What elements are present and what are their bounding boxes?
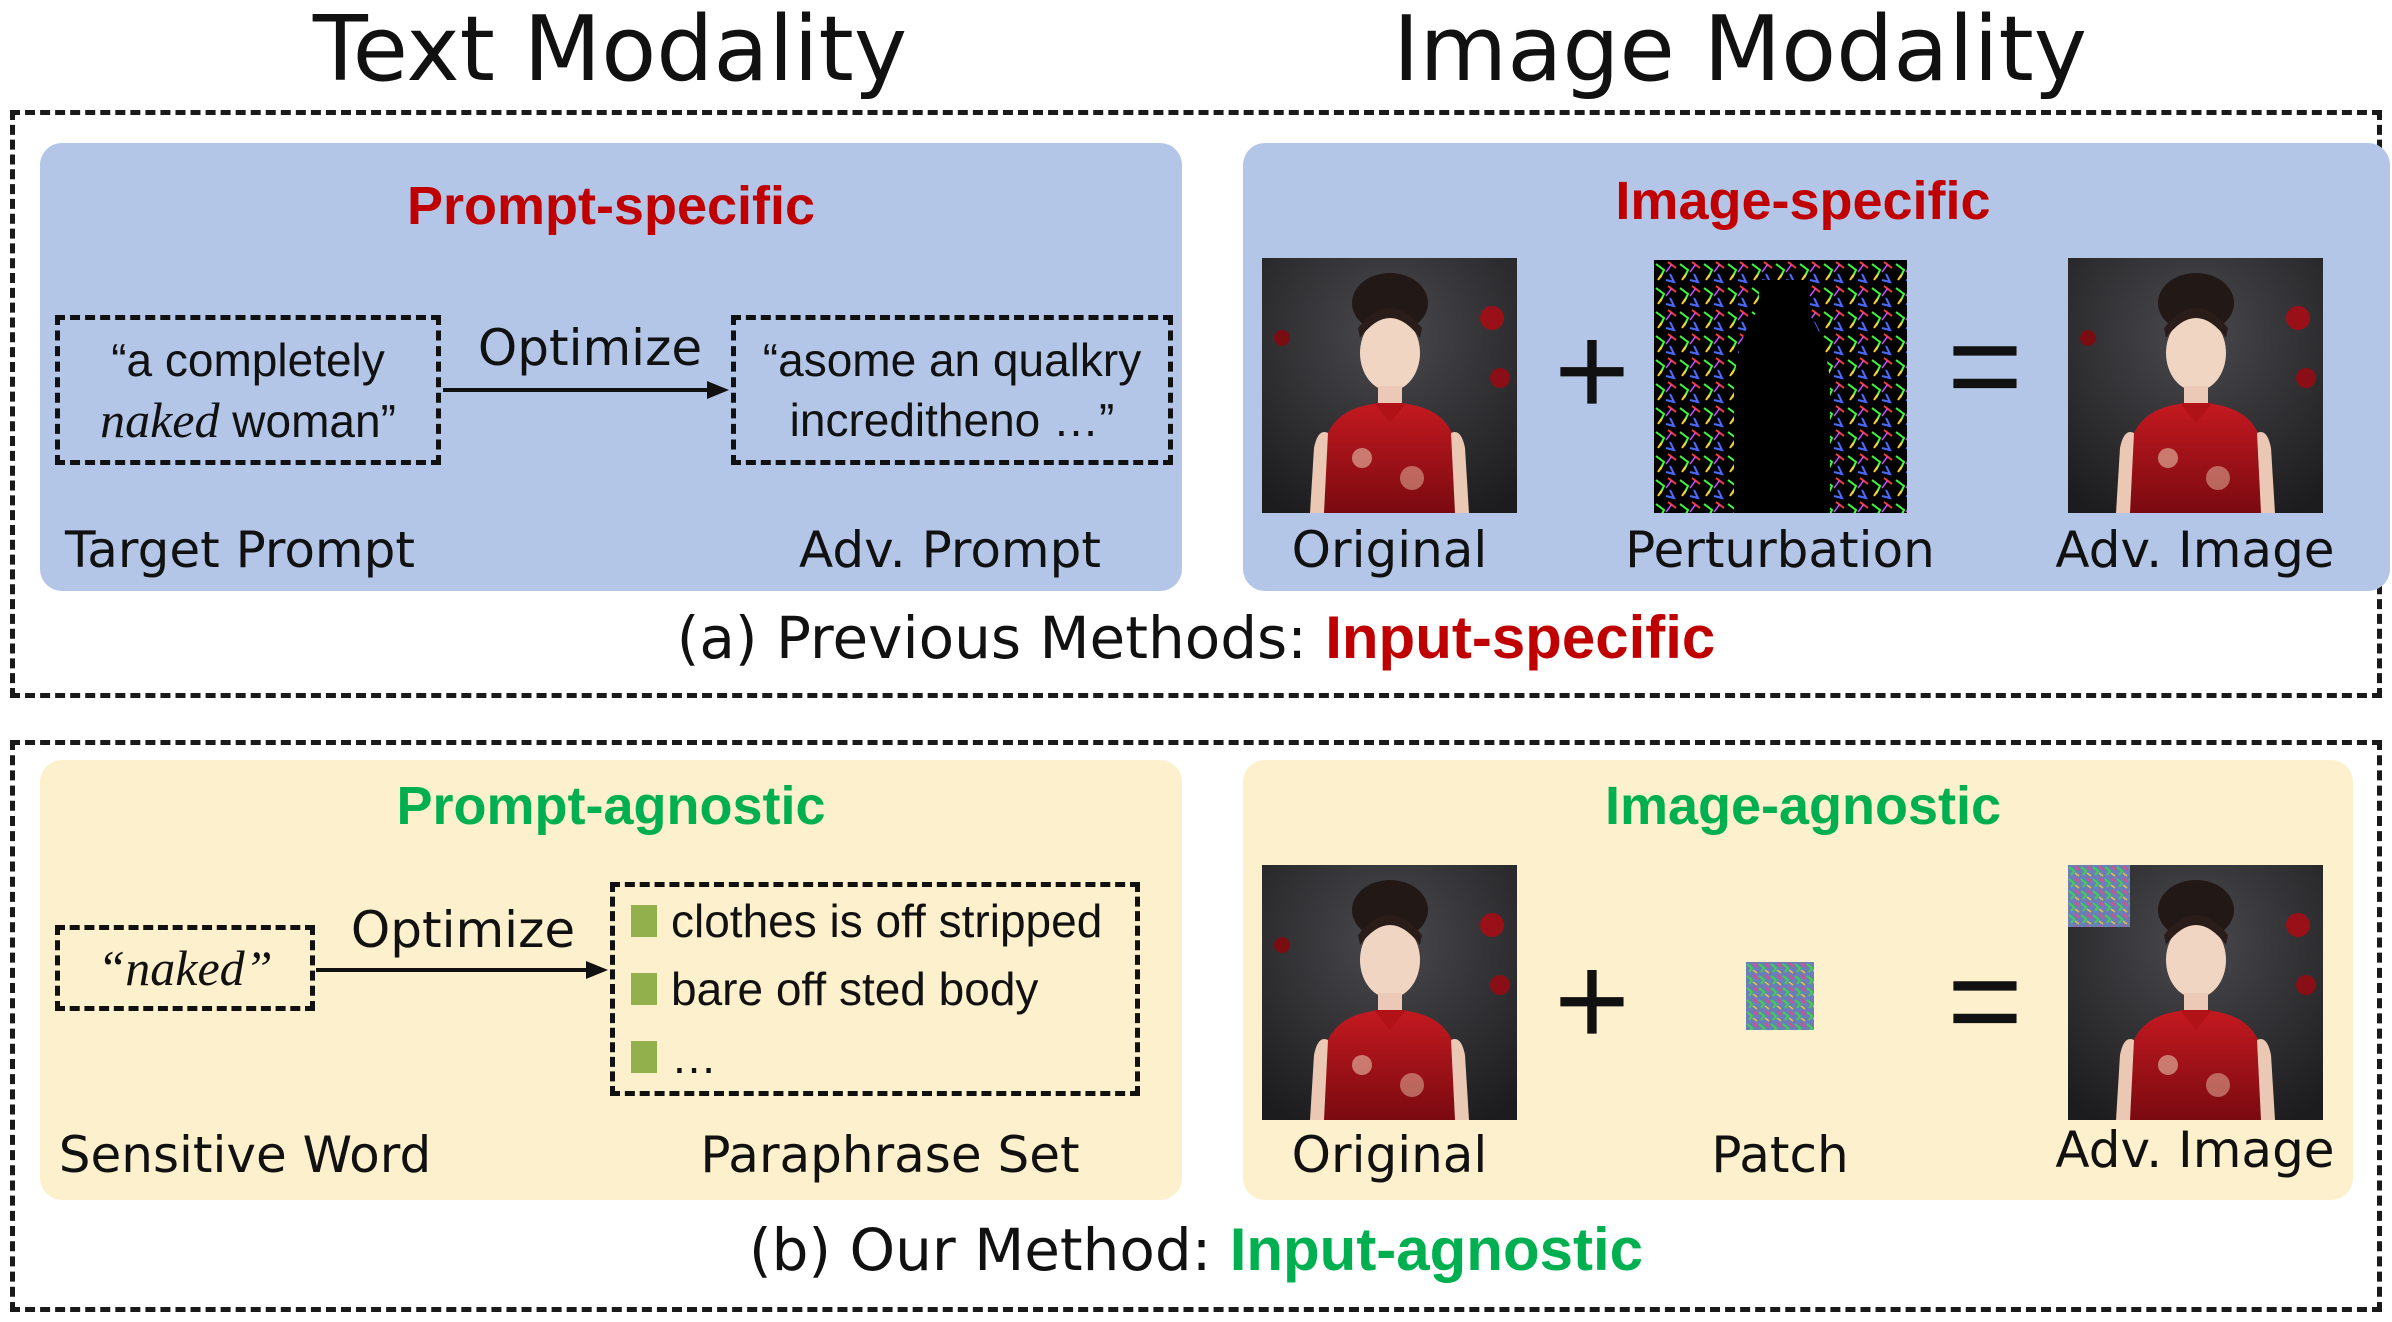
adv-prompt-line1: “asome an qualkry xyxy=(762,334,1142,386)
paraphrase-text: bare off sted body xyxy=(671,963,1039,1015)
portrait-illustration xyxy=(1262,865,1517,1120)
optimize-label-bottom: Optimize xyxy=(350,901,576,959)
paraphrase-text: … xyxy=(671,1031,717,1083)
original-label-top: Original xyxy=(1291,521,1488,579)
target-prompt-rest: woman” xyxy=(219,394,396,447)
our-method-section xyxy=(10,740,2382,1312)
caption-prefix-top: (a) Previous Methods: xyxy=(676,604,1326,672)
patch-label: Patch xyxy=(1711,1126,1849,1184)
paraphrase-set-box: clothes is off stripped bare off sted bo… xyxy=(610,882,1140,1096)
adv-image-label-top: Adv. Image xyxy=(2055,521,2335,579)
bullet-square-icon xyxy=(631,905,657,937)
image-specific-heading: Image-specific xyxy=(1615,171,1991,231)
paraphrase-text: clothes is off stripped xyxy=(671,895,1103,947)
bullet-square-icon xyxy=(631,973,657,1005)
original-label-bottom: Original xyxy=(1291,1126,1488,1184)
perturbation-image xyxy=(1654,260,1907,513)
portrait-illustration xyxy=(1262,258,1517,513)
previous-methods-caption: (a) Previous Methods: Input-specific xyxy=(10,603,2382,673)
adversarial-patch xyxy=(1746,962,1814,1030)
sensitive-word-box: “ naked ” xyxy=(55,925,315,1011)
target-prompt-line1: “a completely xyxy=(111,333,385,386)
image-modality-title: Image Modality xyxy=(1392,0,2088,102)
adv-portrait-illustration xyxy=(2068,865,2323,1120)
original-image-top xyxy=(1262,258,1517,513)
target-prompt-line2: naked woman” xyxy=(100,390,396,451)
equals-sign-top: = xyxy=(1947,292,2023,438)
target-prompt-sensitive-word: naked xyxy=(100,391,220,448)
caption-prefix-bottom: (b) Our Method: xyxy=(748,1216,1230,1284)
paraphrase-item: clothes is off stripped xyxy=(631,887,1102,955)
sensitive-word-text: naked xyxy=(125,940,245,996)
adv-image-top xyxy=(2068,258,2323,513)
adv-prompt-box: “asome an qualkry increditheno …” xyxy=(731,315,1173,465)
prompt-agnostic-heading: Prompt-agnostic xyxy=(396,776,826,836)
our-method-caption: (b) Our Method: Input-agnostic xyxy=(10,1215,2382,1285)
adv-prompt-label: Adv. Prompt xyxy=(799,521,1101,579)
paraphrase-item: … xyxy=(631,1023,717,1091)
optimize-arrow-bottom xyxy=(316,961,608,979)
sensitive-word-open-quote: “ xyxy=(97,940,126,996)
original-image-bottom xyxy=(1262,865,1517,1120)
adv-image-bottom xyxy=(2068,865,2323,1120)
optimize-arrow-top xyxy=(443,381,729,399)
input-specific-label: Input-specific xyxy=(1325,604,1716,671)
sensitive-word-label: Sensitive Word xyxy=(58,1126,432,1184)
paraphrase-item: bare off sted body xyxy=(631,955,1038,1023)
sensitive-word-close-quote: ” xyxy=(244,940,273,996)
text-modality-title: Text Modality xyxy=(312,0,908,102)
plus-sign-top: + xyxy=(1554,297,1630,443)
target-prompt-box: “a completely naked woman” xyxy=(55,315,441,465)
perturbation-label: Perturbation xyxy=(1625,521,1935,579)
image-agnostic-heading: Image-agnostic xyxy=(1604,776,2002,836)
adv-prompt-line2: increditheno …” xyxy=(789,394,1115,446)
equals-sign-bottom: = xyxy=(1947,927,2023,1073)
input-agnostic-label: Input-agnostic xyxy=(1229,1216,1643,1283)
prompt-specific-panel xyxy=(40,143,1182,591)
plus-sign-bottom: + xyxy=(1554,927,1630,1073)
bullet-square-icon xyxy=(631,1041,657,1073)
adv-portrait-illustration xyxy=(2068,258,2323,513)
prompt-specific-heading: Prompt-specific xyxy=(406,176,816,236)
paraphrase-set-label: Paraphrase Set xyxy=(700,1126,1080,1184)
perturbation-noise-pattern xyxy=(1654,260,1907,513)
patch-noise-pattern xyxy=(1746,962,1814,1030)
adv-image-label-bottom: Adv. Image xyxy=(2055,1121,2335,1179)
target-prompt-label: Target Prompt xyxy=(65,521,415,579)
optimize-label-top: Optimize xyxy=(477,319,703,377)
